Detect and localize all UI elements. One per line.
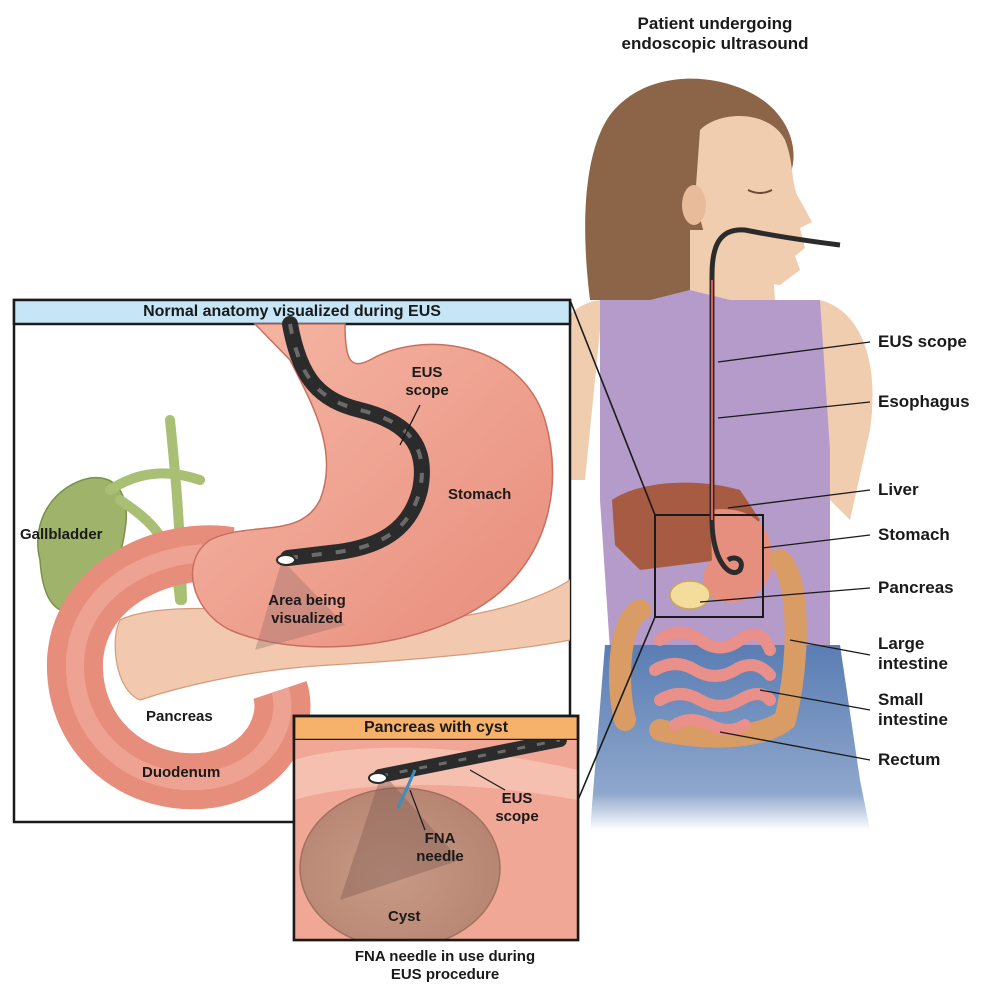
label-cyst-eus-scope: EUS scope bbox=[488, 790, 546, 825]
label-rectum: Rectum bbox=[878, 750, 940, 770]
label-stomach: Stomach bbox=[878, 525, 950, 545]
label-main-eus-scope: EUS scope bbox=[402, 364, 452, 399]
label-area-visualized: Area being visualized bbox=[255, 592, 359, 627]
label-pancreas: Pancreas bbox=[878, 578, 954, 598]
label-cyst: Cyst bbox=[388, 908, 421, 926]
label-esophagus: Esophagus bbox=[878, 392, 970, 412]
patient-figure bbox=[544, 79, 872, 830]
label-large-intestine: Large intestine bbox=[878, 634, 978, 674]
ear bbox=[682, 185, 706, 225]
cyst-panel-title: Pancreas with cyst bbox=[294, 716, 578, 740]
label-duodenum: Duodenum bbox=[142, 764, 220, 782]
main-panel-title: Normal anatomy visualized during EUS bbox=[14, 300, 570, 324]
label-liver: Liver bbox=[878, 480, 919, 500]
body-pancreas bbox=[670, 581, 710, 609]
label-gallbladder: Gallbladder bbox=[20, 526, 103, 544]
label-small-intestine: Small intestine bbox=[878, 690, 978, 730]
label-main-pancreas: Pancreas bbox=[146, 708, 213, 726]
label-main-stomach: Stomach bbox=[448, 486, 511, 504]
label-eus-scope: EUS scope bbox=[878, 332, 967, 352]
patient-title: Patient undergoing endoscopic ultrasound bbox=[606, 14, 824, 54]
label-fna-needle: FNA needle bbox=[410, 830, 470, 865]
bottom-caption: FNA needle in use during EUS procedure bbox=[340, 948, 550, 983]
